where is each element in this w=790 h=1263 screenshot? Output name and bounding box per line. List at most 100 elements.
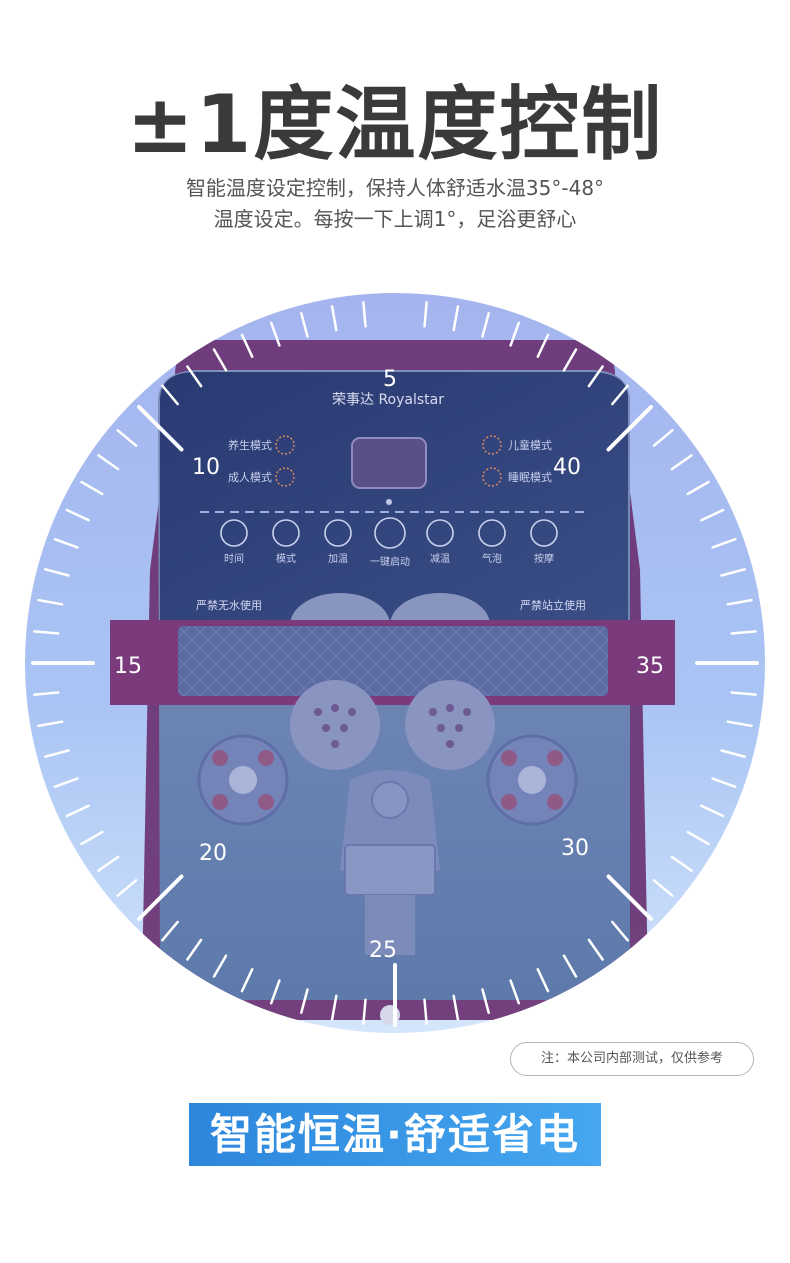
button-label-start: 一键启动 (370, 555, 410, 568)
mode-indicator-icon (275, 435, 295, 455)
control-panel (160, 372, 628, 620)
dial-tick (33, 630, 60, 635)
dial-tick (481, 312, 490, 338)
button-heat-up (324, 519, 352, 547)
dial-tick (65, 804, 90, 818)
button-label-time: 时间 (224, 552, 244, 565)
dial-tick (611, 920, 629, 942)
dial-tick (562, 954, 578, 978)
button-label-heat-up: 加温 (328, 553, 348, 565)
mode-label-health: 养生模式 (228, 438, 272, 452)
button-heat-down (426, 519, 454, 547)
dial-number-20: 20 (199, 841, 227, 866)
dial-number-40: 40 (553, 455, 581, 480)
dial-number-10: 10 (192, 455, 220, 480)
dial-tick (186, 938, 203, 961)
dial-tick (481, 988, 490, 1014)
dial-tick (730, 630, 757, 635)
temperature-dial-illustration: 荣事达 Royalstar 养生模式 成人模式 儿童模式 睡眠模式 (25, 293, 765, 1033)
dial-tick (240, 333, 254, 358)
dial-tick (330, 994, 338, 1021)
dial-tick (212, 954, 228, 978)
dial-number-5: 5 (383, 367, 397, 392)
dial-tick (80, 830, 104, 846)
dial-tick (161, 384, 179, 406)
dial-tick (44, 568, 70, 577)
dial-tick (212, 348, 228, 372)
button-label-bubble: 气泡 (482, 552, 502, 565)
dial-tick (536, 968, 550, 993)
dial-tick (116, 429, 138, 447)
dial-tick (53, 777, 79, 789)
dial-major-tick (137, 874, 184, 921)
dial-tick (730, 691, 757, 696)
button-bubble (478, 519, 506, 547)
indicator-dot (386, 499, 392, 505)
feature-banner: 智能恒温·舒适省电 (189, 1103, 601, 1166)
massage-rollers (197, 680, 578, 955)
dial-tick (97, 855, 120, 872)
dial-tick (269, 321, 281, 347)
dial-tick (300, 988, 309, 1014)
foot-bath-device: 荣事达 Royalstar 养生模式 成人模式 儿童模式 睡眠模式 (110, 340, 675, 1025)
description-line-2: 温度设定。每按一下上调1°，足浴更舒心 (213, 207, 577, 231)
dial-tick (116, 879, 138, 897)
dial-tick (652, 429, 674, 447)
dial-tick (720, 568, 746, 577)
button-start (374, 517, 406, 549)
button-label-massage: 按摩 (534, 552, 554, 565)
dial-tick (611, 384, 629, 406)
dial-tick (536, 333, 550, 358)
dial-tick (80, 480, 104, 496)
button-time (220, 519, 248, 547)
dial-tick (509, 979, 521, 1005)
dial-tick (330, 305, 338, 332)
dial-tick (37, 598, 64, 606)
dial-tick (240, 968, 254, 993)
description-line-1: 智能温度设定控制，保持人体舒适水温35°-48° (185, 176, 605, 200)
dial-tick (652, 879, 674, 897)
button-label-mode: 模式 (276, 552, 296, 565)
dial-number-15: 15 (114, 654, 142, 679)
dial-tick (269, 979, 281, 1005)
mode-indicator-icon (482, 467, 502, 487)
dial-tick (44, 749, 70, 758)
dial-tick (686, 830, 710, 846)
dial-tick (562, 348, 578, 372)
dial-tick (362, 301, 367, 328)
dial-major-tick (137, 405, 184, 452)
dial-major-tick (606, 874, 653, 921)
dial-major-tick (606, 405, 653, 452)
mode-indicator-icon (482, 435, 502, 455)
warning-no-water: 严禁无水使用 (196, 599, 262, 612)
dial-tick (161, 920, 179, 942)
brand-logo: 荣事达 Royalstar (332, 392, 444, 408)
button-label-heat-down: 减温 (430, 553, 450, 565)
dial-tick (720, 749, 746, 758)
dial-tick (452, 994, 460, 1021)
dial-tick (362, 998, 367, 1025)
dial-tick (726, 720, 753, 728)
dial-tick (670, 454, 693, 471)
digital-display (351, 437, 427, 489)
disclaimer-note: 注：本公司内部测试，仅供参考 (510, 1042, 754, 1076)
dial-tick (423, 998, 428, 1025)
dial-tick (97, 454, 120, 471)
button-massage (530, 519, 558, 547)
mode-label-adult: 成人模式 (228, 471, 272, 484)
dial-tick (711, 777, 737, 789)
mode-indicator-icon (275, 467, 295, 487)
dial-tick (186, 365, 203, 388)
dial-tick (37, 720, 64, 728)
dial-tick (670, 855, 693, 872)
dial-tick (686, 480, 710, 496)
button-mode (272, 519, 300, 547)
dial-tick (700, 508, 725, 522)
warning-no-standing: 严禁站立使用 (520, 598, 586, 612)
handle-grip (178, 626, 608, 696)
dial-tick (53, 537, 79, 549)
dial-tick (300, 312, 309, 338)
dial-tick (700, 804, 725, 818)
dial-tick (726, 598, 753, 606)
dial-number-25: 25 (369, 938, 397, 963)
